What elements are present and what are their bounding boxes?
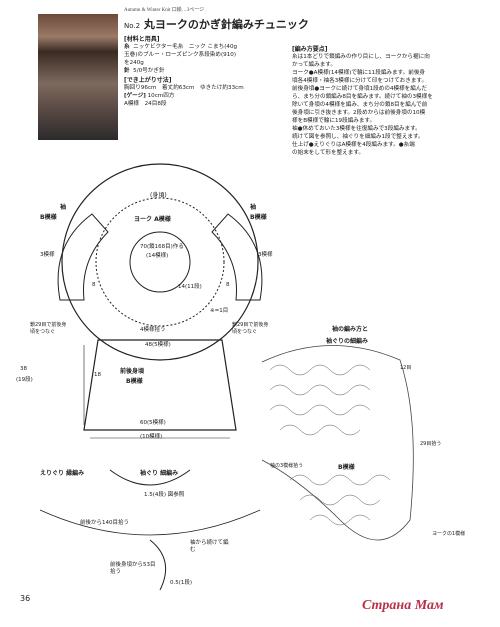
label-eleven-rows: 14(11段)	[178, 284, 202, 290]
gauge-value: 10cm四方	[147, 93, 175, 99]
label-sleeve-right-pattern: B模様	[250, 214, 267, 221]
page-title: No.2 丸ヨークのかぎ針編みチュニック	[124, 16, 309, 32]
label-rows-note: 1.5(4段) 図参照	[144, 490, 184, 498]
instruction-line: ヨーク●A模様(14模様)で輪に11段編みます。前後身	[292, 70, 426, 76]
label-neck-continue: 袖から続けて編む	[190, 540, 229, 553]
instruction-line: 続けて図を参照し、袖ぐりを細編み1段で整えます。	[292, 134, 424, 140]
yarn-label: 糸	[124, 44, 130, 50]
label-mark-note: ※=1目	[210, 308, 229, 314]
series-header: Autumn & Winter Knit 口絵…3ページ	[124, 6, 204, 13]
instruction-line: 後身頃に引き抜きます。2段めからは前後身頃の10模	[292, 110, 426, 116]
label-body-pattern: B模様	[126, 378, 143, 385]
neckline-edge	[109, 469, 191, 486]
instructions-block: [編み方要点] 糸は1本どりで鎖編みの作り目にし、ヨークから裾に向かって編みます…	[292, 44, 433, 157]
page-reference: 口絵…3ページ	[171, 8, 205, 13]
sleeve-detail-title-2: 袖ぐりの細編み	[326, 338, 369, 345]
yoke-dashed-circle	[95, 197, 225, 327]
hook-size: 5/0号かぎ針	[133, 68, 165, 74]
armhole-sc-word: 細編み	[160, 470, 179, 477]
page-number: 36	[20, 594, 31, 603]
label-three-patterns-left: 3模様	[40, 252, 55, 258]
size-heading: [でき上がり寸法]	[124, 77, 172, 84]
instruction-line: 袖●休めておいた3模様を往復編みで3段編みます。	[292, 126, 421, 132]
instruction-line: 前後身頃●ヨークに続けて身頃1段めの4模様を編んだ	[292, 86, 428, 92]
sleeve-detail-yoke-end: ヨークの1模様	[432, 531, 466, 537]
hook-label: 針	[124, 68, 130, 74]
right-sleeve-shape	[211, 213, 263, 301]
label-eighteen: 18	[94, 372, 101, 378]
sleeve-detail-chain29: 29目拾う	[420, 441, 442, 447]
yarn-line-1: ニッケビクター毛糸 ニック こまち(40g	[133, 44, 238, 50]
body-shape	[83, 339, 237, 431]
label-ten-patterns: (10模様)	[140, 434, 163, 440]
label-front-back: 前後身頃	[120, 368, 145, 375]
label-pick53: 前後身頃から53目拾う	[110, 562, 156, 575]
label-eight-left: 8	[92, 282, 96, 288]
instruction-line: かって編みます。	[292, 62, 336, 68]
neckline-edge-word: 縁編み	[66, 470, 85, 477]
label-three-patterns-right: 3模様	[258, 252, 273, 258]
label-armhole: 袖ぐり 細編み	[140, 468, 178, 477]
instruction-line: 頃各4模様・袖各3模様に分けて印をつけておきます。	[292, 78, 428, 84]
label-sleeve-left: 袖	[60, 204, 67, 211]
label-yoke-count: (14模様)	[146, 253, 169, 259]
label-chain-note-right: 鎖29目で前後身頃をつなぐ	[232, 322, 269, 335]
label-sixty: 60(5模様)	[140, 420, 166, 426]
label-yoke: ヨーク A模様	[134, 214, 171, 223]
gauge-heading: [ゲージ]	[124, 93, 146, 99]
rows-note-ref: 図参照	[167, 492, 185, 498]
label-yoke-chain: 70(鎖168目)作る	[140, 244, 184, 250]
instruction-line: 様をB模様で輪に19段編みます。	[292, 118, 376, 124]
materials-heading: [材料と用具]	[124, 36, 160, 43]
armhole-edge	[149, 539, 167, 591]
label-body-top: (身頃)	[150, 192, 167, 199]
label-eight-right: 8	[226, 282, 230, 288]
title-number: No.2	[124, 22, 141, 30]
sleeve-detail-three-patterns: 袖の3模様拾う	[270, 463, 304, 469]
label-sleeve-left-pattern: B模様	[40, 214, 57, 221]
instruction-line: ら、まち分の鎖編み8目を編みます。続けて袖の3模様を	[292, 94, 433, 100]
label-neck-front-back: 前後から140目拾う	[80, 520, 129, 526]
sleeve-detail-pattern: B模様	[338, 464, 355, 471]
yoke-word: ヨーク	[134, 216, 153, 223]
label-neckline: えりぐり 縁編み	[40, 468, 84, 477]
sleeve-detail-title-1: 袖の編み方と	[332, 326, 369, 333]
label-chain-note-left: 鎖29目で前後身頃をつなぐ	[30, 322, 67, 335]
neck-circle	[129, 231, 191, 293]
sleeve-detail-twelve: 12目	[400, 365, 412, 371]
materials-block: [材料と用具] 糸 ニッケビクター毛糸 ニック こまち(40g 玉巻)のブルー・…	[124, 34, 244, 108]
armhole-word: 袖ぐり	[140, 470, 159, 477]
yoke-outer-circle	[61, 163, 259, 361]
label-sleeve-right: 袖	[250, 204, 257, 211]
label-thirty-eight: 38	[20, 366, 27, 372]
finished-size: 胸回り96cm 着丈約63cm ゆきたけ約33cm	[124, 85, 244, 91]
watermark: Страна Мам	[362, 598, 444, 613]
yarn-line-2: 玉巻)のブルー・ローズピンク系段染め(910)	[124, 52, 237, 58]
label-forty-eight: 48(5模様)	[145, 342, 171, 348]
title-text: 丸ヨークのかぎ針編みチュニック	[143, 18, 309, 31]
left-sleeve-shape	[57, 213, 109, 301]
label-one-row: 0.5(1段)	[170, 580, 193, 586]
label-nineteen-rows: (19段)	[16, 377, 33, 383]
instruction-line: 除いて身頃の4模様を編み、まち分の鎖8目を編んで前	[292, 102, 428, 108]
neckline-curve	[39, 509, 261, 536]
rows-note-value: 1.5(4段)	[144, 492, 167, 498]
instructions-heading: [編み方要点]	[292, 46, 328, 53]
instruction-line: の始末をして形を整えます。	[292, 150, 364, 156]
gauge-pattern: A模様 24目8段	[124, 101, 167, 107]
yarn-line-3: を240g	[124, 60, 144, 66]
sleeve-chart-outline	[261, 345, 414, 541]
yoke-pattern: A模様	[154, 216, 171, 223]
sleeve-chart-stitches	[269, 364, 391, 526]
label-pick-up: 4模様拾う	[140, 327, 166, 333]
neckline-word: えりぐり	[40, 470, 65, 477]
instructions-lines: 糸は1本どりで鎖編みの作り目にし、ヨークから裾に向かって編みます。ヨーク●A模様…	[292, 53, 433, 157]
instruction-line: 糸は1本どりで鎖編みの作り目にし、ヨークから裾に向	[292, 54, 430, 60]
model-photo	[38, 14, 118, 140]
series-name: Autumn & Winter Knit	[124, 8, 171, 13]
instruction-line: 仕上げ●えりぐりはA模様を4段編みます。●糸端	[292, 142, 415, 148]
